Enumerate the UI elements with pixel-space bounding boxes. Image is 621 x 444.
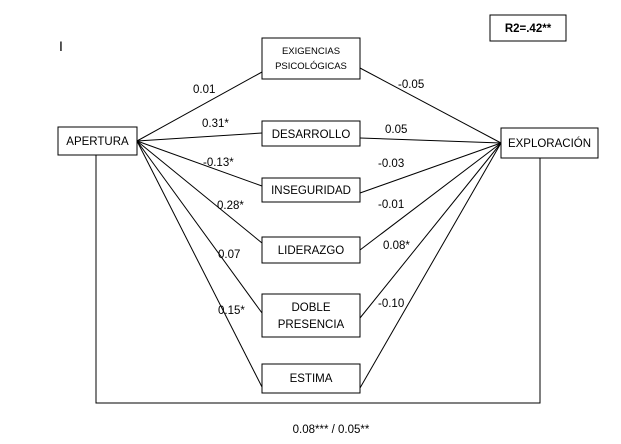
node-exigencias: EXIGENCIAS PSICOLÓGICAS bbox=[261, 37, 361, 80]
coef-apertura-liderazgo: 0.28* bbox=[217, 200, 244, 212]
node-desarrollo: DESARROLLO bbox=[261, 120, 361, 147]
coef-doble-exploracion: 0.08* bbox=[383, 240, 410, 252]
path-direct-effect bbox=[95, 155, 541, 404]
coef-exigencias-exploracion: -0.05 bbox=[398, 79, 424, 91]
coef-direct-effect: 0.08*** / 0.05** bbox=[293, 424, 370, 436]
text-cursor-marker: I bbox=[59, 38, 63, 54]
node-estima-label: ESTIMA bbox=[290, 373, 333, 385]
coef-estima-exploracion: -0.10 bbox=[378, 298, 404, 310]
path-estima-exploracion bbox=[359, 142, 502, 389]
node-exploracion: EXPLORACIÓN bbox=[500, 127, 599, 159]
node-inseguridad: INSEGURIDAD bbox=[261, 177, 361, 203]
node-doble-presencia: DOBLE PRESENCIA bbox=[261, 293, 361, 338]
node-liderazgo-label: LIDERAZGO bbox=[278, 245, 345, 257]
node-liderazgo: LIDERAZGO bbox=[261, 236, 361, 264]
node-exigencias-label-2: PSICOLÓGICAS bbox=[275, 61, 347, 72]
node-estima: ESTIMA bbox=[261, 363, 361, 394]
node-exploracion-label: EXPLORACIÓN bbox=[508, 137, 591, 150]
node-doble-label-2: PRESENCIA bbox=[278, 319, 345, 331]
coef-apertura-exigencias: 0.01 bbox=[193, 84, 215, 96]
path-apertura-estima bbox=[136, 140, 263, 388]
r2-box: R2=.42** bbox=[489, 14, 567, 42]
path-apertura-doble bbox=[136, 140, 263, 314]
coef-apertura-desarrollo: 0.31* bbox=[202, 118, 229, 130]
path-apertura-inseguridad bbox=[136, 140, 263, 187]
path-exigencias-exploracion bbox=[359, 67, 502, 144]
coef-apertura-inseguridad: -0.13* bbox=[203, 157, 234, 169]
path-inseguridad-exploracion bbox=[359, 142, 502, 194]
node-exigencias-label-1: EXIGENCIAS bbox=[282, 46, 340, 57]
path-apertura-exigencias bbox=[136, 71, 263, 142]
node-inseguridad-label: INSEGURIDAD bbox=[271, 185, 351, 197]
coef-apertura-estima: 0.15* bbox=[218, 305, 245, 317]
coef-inseguridad-exploracion: -0.03 bbox=[378, 158, 404, 170]
node-apertura-label: APERTURA bbox=[66, 136, 129, 148]
path-doble-exploracion bbox=[359, 142, 502, 319]
path-desarrollo-exploracion bbox=[359, 137, 502, 144]
path-apertura-liderazgo bbox=[136, 140, 263, 244]
path-liderazgo-exploracion bbox=[359, 142, 502, 251]
coef-liderazgo-exploracion: -0.01 bbox=[378, 199, 404, 211]
node-apertura: APERTURA bbox=[57, 126, 138, 156]
coef-apertura-doble: 0.07 bbox=[218, 249, 240, 261]
r2-label: R2=.42** bbox=[505, 23, 552, 35]
node-doble-label-1: DOBLE bbox=[292, 302, 331, 314]
coef-desarrollo-exploracion: 0.05 bbox=[385, 124, 407, 136]
path-apertura-desarrollo bbox=[136, 132, 263, 142]
node-desarrollo-label: DESARROLLO bbox=[272, 129, 351, 141]
